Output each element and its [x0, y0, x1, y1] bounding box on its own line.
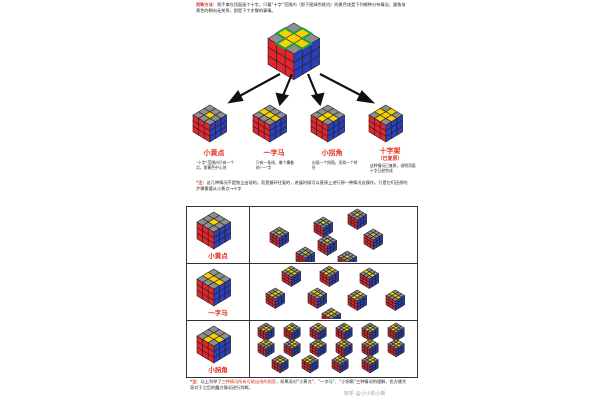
row-cube-line	[196, 268, 232, 307]
top-cube-illustration	[267, 22, 321, 81]
row-variants-line	[265, 265, 406, 319]
variant-cube	[307, 287, 328, 309]
pattern-cube-small-dot	[192, 104, 228, 143]
pattern-cube-corner	[310, 104, 346, 143]
pattern-caption-cross: 十字架	[379, 147, 401, 155]
pattern-caption-cross-sub: （已复原）	[377, 156, 403, 162]
variant-cube	[309, 322, 327, 342]
variant-cube	[295, 246, 316, 262]
row-variants-small-dot	[269, 208, 384, 262]
branch-arrows	[227, 73, 376, 107]
pattern-desc-line: 只有一条线，像个横着的“一”字	[256, 160, 294, 171]
variant-cube	[271, 354, 289, 374]
variant-cube	[283, 322, 301, 342]
variant-cube	[387, 338, 405, 358]
row-cube-corner	[196, 325, 232, 364]
pattern-cube-cross	[368, 104, 404, 143]
variant-cube	[313, 216, 334, 238]
variant-cube	[317, 234, 338, 256]
variant-cube	[337, 250, 358, 262]
pattern-desc-small-dot: “十字”范围内只有一个点，即黄色中心块	[196, 160, 235, 171]
pattern-caption-line: 一字马	[263, 149, 285, 157]
variant-cube	[387, 322, 405, 342]
bottom-note: *注：以上列举了三种情况所有可能出现的图案，如果深对“小黄点”、“一字马”、“小…	[190, 379, 410, 391]
pattern-caption-small-dot: 小黄点	[203, 149, 225, 157]
variant-cube	[335, 338, 353, 358]
variant-cube	[269, 226, 290, 248]
pattern-desc-cross: 这种情况已复原，说明顶面十字已经完成	[370, 163, 416, 174]
variant-cube	[309, 338, 327, 358]
variant-cube	[363, 228, 384, 250]
variant-cube	[335, 322, 353, 342]
variant-cube	[283, 338, 301, 358]
variant-cube	[257, 338, 275, 358]
mid-note-text: ：这几种情况不是独立出现的，而是循环往复的，进展时候可以直接上进行那一种情况去操…	[196, 180, 408, 191]
row-label-line: 一字马	[208, 309, 228, 317]
judge-note-label: 判断方法	[196, 2, 213, 7]
table-divider-h1	[187, 263, 417, 264]
pattern-desc-corner: 出现一个拐角，形如一个时针	[312, 160, 358, 171]
pattern-caption-corner: 小拐角	[321, 149, 343, 157]
row-label-corner: 小拐角	[208, 366, 228, 374]
variant-cube	[385, 289, 406, 311]
variant-cube	[265, 287, 286, 309]
judge-note-text: ：两手拿在顶面画个十字，只看“十字”范围内（即下图绿色框内）的黄色块是下列哪种分…	[196, 2, 406, 13]
variant-cube	[347, 208, 368, 230]
variant-cube	[321, 307, 342, 319]
mid-note-label: *注	[196, 180, 203, 185]
bottom-note-text-a: ：以上列举了	[196, 379, 222, 384]
judge-note: 判断方法：两手拿在顶面画个十字，只看“十字”范围内（即下图绿色框内）的黄色块是下…	[196, 2, 408, 14]
bottom-note-label: *注	[190, 379, 197, 384]
bottom-note-text-b: ，如果深对“小黄点”、“一字马”、“小拐角”三种情况的理解，也方便大家对于之后的…	[190, 379, 407, 390]
row-label-small-dot: 小黄点	[208, 252, 228, 260]
variant-cube	[361, 354, 379, 374]
variant-cube	[361, 322, 379, 342]
variant-cube	[359, 267, 380, 289]
pattern-table	[186, 206, 418, 378]
table-divider-h2	[187, 320, 417, 321]
variant-cube	[361, 338, 379, 358]
watermark: 知乎 @小小的小新	[344, 391, 386, 397]
row-variants-corner	[257, 322, 405, 374]
bottom-note-highlight: 三种情况所有可能出现的图案	[221, 379, 276, 384]
pattern-cube-line	[252, 104, 288, 143]
variant-cube	[319, 265, 340, 287]
row-cube-small-dot	[196, 211, 232, 250]
table-divider-vertical	[249, 207, 250, 377]
variant-cube	[281, 265, 302, 287]
mid-note: *注：这几种情况不是独立出现的，而是循环往复的，进展时候可以直接上进行那一种情况…	[196, 180, 408, 192]
variant-cube	[331, 354, 349, 374]
variant-cube	[301, 354, 319, 374]
variant-cube	[347, 289, 368, 311]
variant-cube	[257, 322, 275, 342]
